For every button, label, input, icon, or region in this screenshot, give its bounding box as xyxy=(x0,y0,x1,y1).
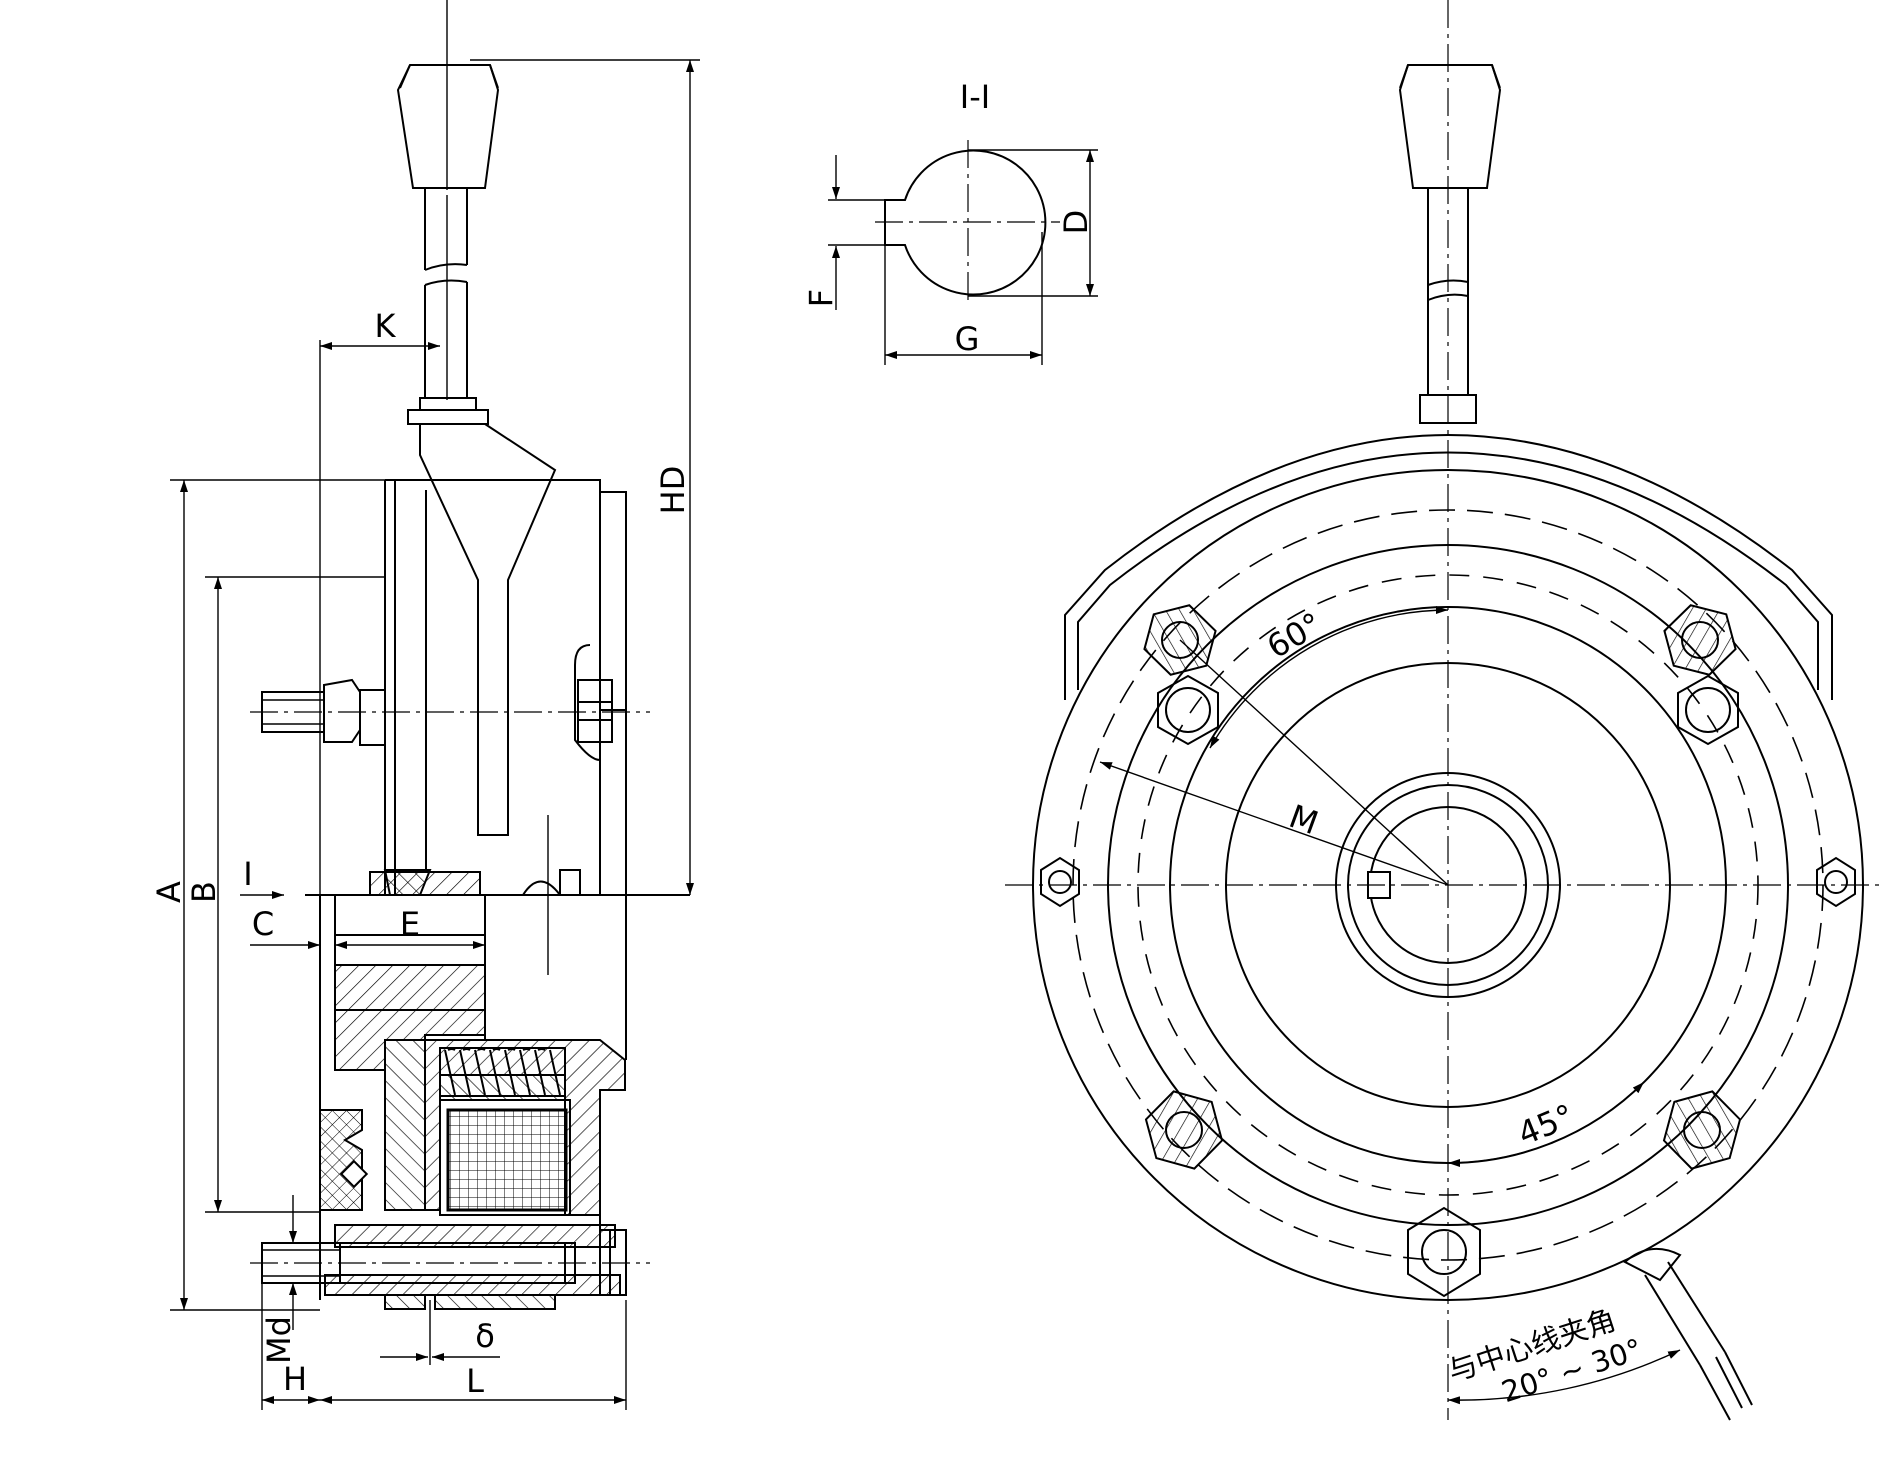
label-delta: δ xyxy=(475,1317,495,1355)
label-A: A xyxy=(150,881,188,903)
bolt-hex-top-right xyxy=(1677,674,1739,746)
brake-housing xyxy=(385,479,627,895)
hub-section xyxy=(334,964,486,1011)
label-angle45: 45° xyxy=(1512,1097,1579,1153)
label-G: G xyxy=(955,320,980,358)
label-C: C xyxy=(252,905,274,943)
label-Md: Md xyxy=(260,1316,298,1364)
section-title: I-I xyxy=(960,78,990,116)
front-view: M 60° 45° 与中心线夹角 20° ~ 30° xyxy=(1005,0,1883,1421)
label-HD: HD xyxy=(654,466,692,515)
label-D: D xyxy=(1057,210,1095,235)
lever-knob xyxy=(396,64,500,189)
coil-winding xyxy=(446,1108,568,1212)
friction-disc xyxy=(319,1109,363,1211)
label-I-arrow: I xyxy=(243,855,252,893)
label-K: K xyxy=(375,307,397,345)
label-L: L xyxy=(466,1362,484,1400)
label-M: M xyxy=(1284,797,1323,842)
bolt-hex-left xyxy=(1040,856,1080,908)
shaft-section-I-I: I-I D F G xyxy=(802,78,1098,365)
bolt-hex-bottom-left xyxy=(1144,1090,1224,1170)
label-H: H xyxy=(283,1360,307,1398)
side-section-view: HD K A B I C E Md H L xyxy=(150,0,700,1410)
bolt-hex-bottom-right xyxy=(1662,1090,1742,1170)
label-angle60: 60° xyxy=(1260,605,1328,666)
lead-wire xyxy=(1623,1247,1753,1421)
spring xyxy=(439,1047,566,1097)
label-E: E xyxy=(400,905,420,943)
lever-knob-front xyxy=(1398,64,1502,189)
label-F: F xyxy=(802,289,840,307)
bolt-hex-top-right-2 xyxy=(1663,604,1737,676)
bolt-hex-bottom xyxy=(1407,1206,1481,1298)
release-lever xyxy=(419,423,557,836)
label-B: B xyxy=(185,881,223,903)
bolt-hex-top-left xyxy=(1157,674,1219,746)
bolt-hex-right xyxy=(1816,856,1856,908)
mounting-bolt xyxy=(250,1242,650,1284)
